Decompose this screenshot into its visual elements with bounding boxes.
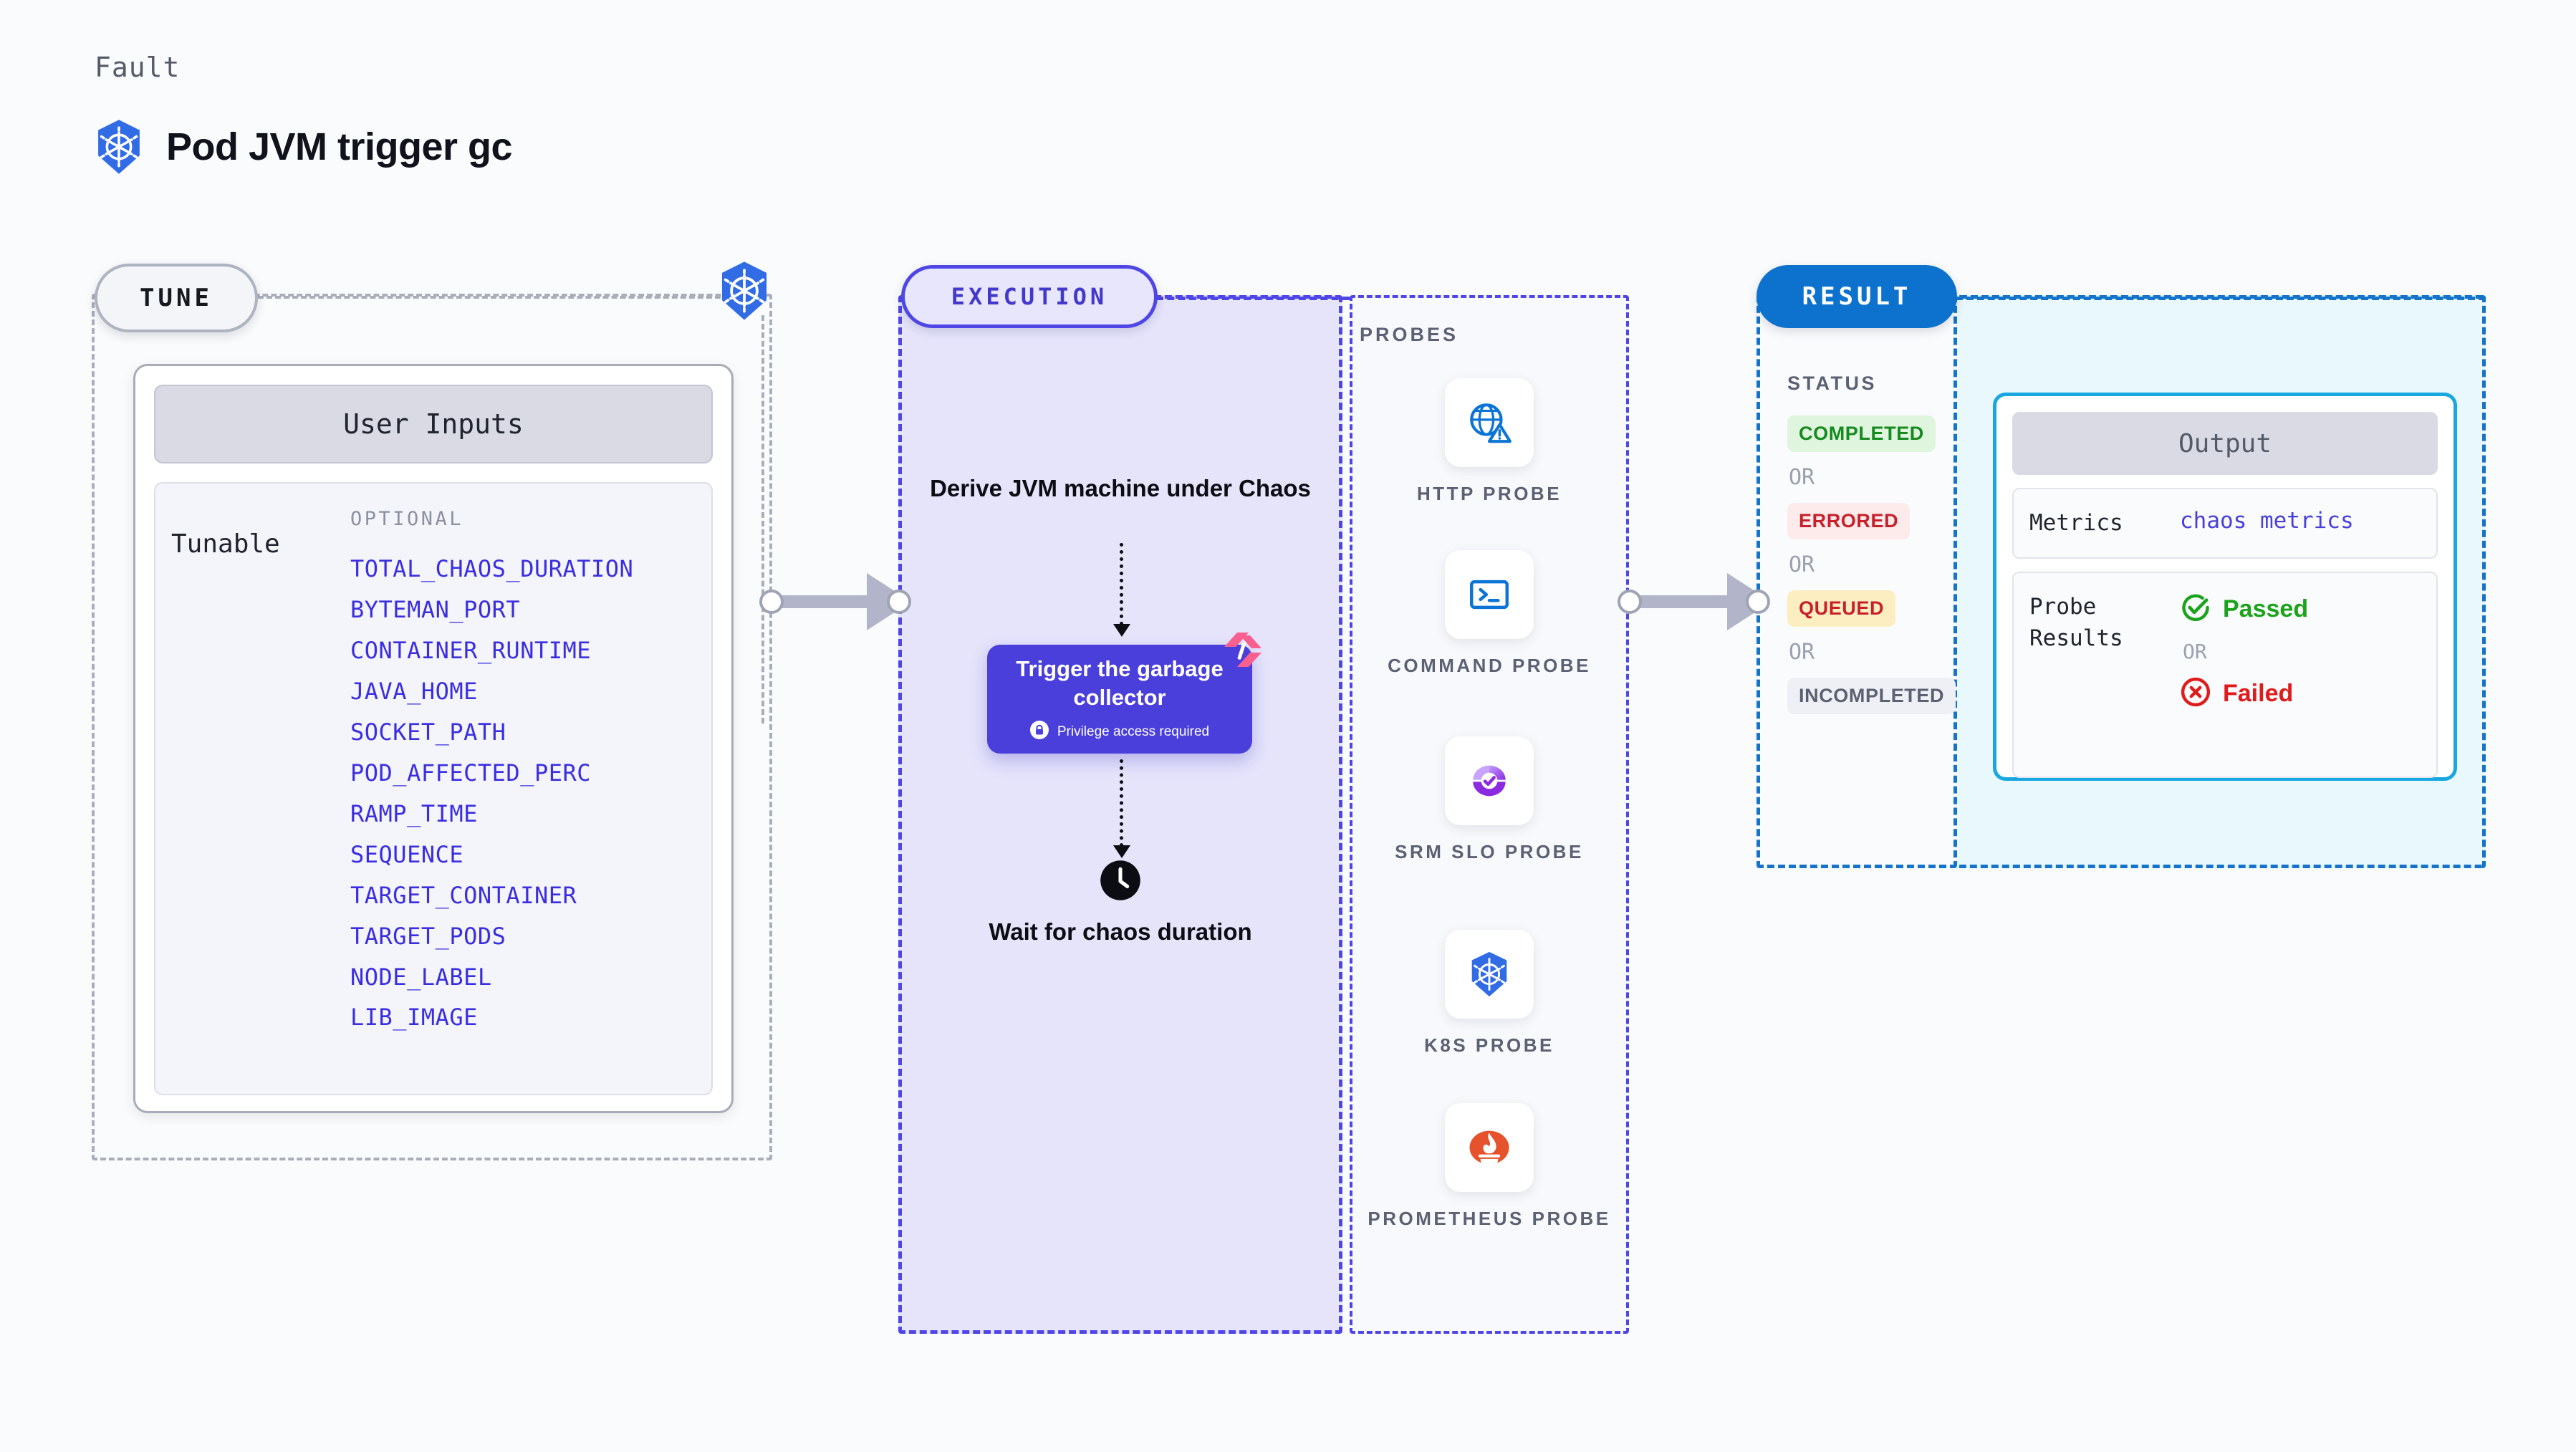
step-derive-label: Derive JVM machine under Chaos — [930, 475, 1311, 501]
tunable-label: Tunable — [171, 529, 280, 559]
tunable-item[interactable]: NODE_LABEL — [350, 963, 492, 991]
step-wait-label: Wait for chaos duration — [989, 918, 1252, 945]
flow-arrow-gc-to-wait — [1113, 759, 1130, 858]
terminal-icon — [1445, 550, 1534, 639]
tunable-item[interactable]: JAVA_HOME — [350, 677, 478, 705]
tunable-section: Tunable OPTIONAL TOTAL_CHAOS_DURATION BY… — [154, 482, 713, 1095]
tunable-item[interactable]: TARGET_CONTAINER — [350, 881, 577, 909]
tunable-list: OPTIONAL TOTAL_CHAOS_DURATION BYTEMAN_PO… — [350, 508, 704, 1087]
privilege-badge-text: Privilege access required — [1057, 723, 1210, 739]
action-card-trigger-gc[interactable]: Trigger the garbage collector Privilege … — [987, 633, 1261, 754]
status-or-label: OR — [1789, 552, 1815, 577]
lock-icon — [1029, 720, 1049, 744]
probe-item-srm-slo[interactable]: SRM SLO PROBE — [1350, 736, 1629, 865]
connector-shaft — [779, 595, 875, 608]
kubernetes-icon — [1445, 930, 1534, 1019]
tune-dashed-connector — [258, 296, 738, 299]
execution-pill-label: EXECUTION — [901, 265, 1158, 328]
output-card: Output Metrics chaos metrics Probe Resul… — [1993, 393, 2457, 781]
optional-label: OPTIONAL — [350, 508, 464, 530]
step-wait-node: Wait for chaos duration — [898, 860, 1342, 948]
probe-label: PROMETHEUS PROBE — [1368, 1208, 1611, 1229]
clock-icon — [1100, 860, 1141, 901]
probe-result-failed: Failed — [2180, 676, 2308, 711]
tunable-item[interactable]: RAMP_TIME — [350, 799, 478, 827]
action-card-title: Trigger the garbage collector — [1016, 656, 1224, 710]
tunable-item[interactable]: POD_AFFECTED_PERC — [350, 759, 592, 787]
kubernetes-icon — [716, 260, 772, 322]
metrics-key-label: Metrics — [2029, 510, 2123, 536]
check-circle-icon — [2180, 592, 2211, 627]
srm-slo-icon — [1445, 736, 1534, 825]
tunable-item[interactable]: LIB_IMAGE — [350, 1004, 478, 1032]
kubernetes-icon — [93, 118, 145, 176]
connector-start-node — [759, 590, 784, 614]
status-or-label: OR — [1789, 640, 1815, 665]
tune-vertical-dashed-line — [761, 315, 764, 723]
status-list: COMPLETED OR ERRORED OR QUEUED OR INCOMP… — [1787, 415, 1959, 714]
page-title: Pod JVM trigger gc — [166, 125, 513, 168]
tunable-item[interactable]: BYTEMAN_PORT — [350, 595, 521, 623]
probe-label: COMMAND PROBE — [1388, 655, 1591, 676]
probe-results-key-label: Probe Results — [2029, 594, 2123, 651]
probe-label: K8S PROBE — [1424, 1034, 1554, 1056]
tunable-item[interactable]: CONTAINER_RUNTIME — [350, 636, 592, 664]
probe-label: SRM SLO PROBE — [1395, 841, 1584, 862]
output-row-probe-results: Probe Results Passed OR — [2012, 572, 2438, 779]
status-badge: INCOMPLETED — [1787, 678, 1956, 714]
user-inputs-title: User Inputs — [154, 385, 713, 463]
tune-pill-label: TUNE — [95, 264, 258, 332]
tune-zone — [92, 294, 772, 1160]
tunable-item[interactable]: SEQUENCE — [350, 840, 464, 868]
probe-results-values: Passed OR Failed — [2180, 592, 2308, 711]
probe-item-prometheus[interactable]: PROMETHEUS PROBE — [1350, 1103, 1629, 1232]
passed-label: Passed — [2223, 595, 2309, 623]
status-label: STATUS — [1787, 372, 1877, 394]
probes-section-label: PROBES — [1360, 324, 1459, 345]
failed-label: Failed — [2223, 680, 2294, 708]
flow-arrow-derive-to-gc — [1113, 543, 1130, 637]
status-badge: ERRORED — [1787, 503, 1911, 539]
connector-start-node — [1618, 590, 1642, 614]
fault-eyebrow-label: Fault — [95, 52, 181, 83]
tunable-item[interactable]: TOTAL_CHAOS_DURATION — [350, 555, 634, 582]
status-badge: COMPLETED — [1787, 415, 1936, 452]
execution-dashed-connector — [1156, 297, 1350, 300]
tunable-item[interactable]: SOCKET_PATH — [350, 718, 506, 746]
probe-result-or-label: OR — [2183, 640, 2207, 664]
probe-item-http[interactable]: HTTP PROBE — [1350, 378, 1629, 507]
fault-title-row: Pod JVM trigger gc — [93, 118, 513, 176]
tunable-item[interactable]: TARGET_PODS — [350, 922, 506, 950]
connector-end-node — [887, 590, 911, 614]
status-or-label: OR — [1789, 465, 1815, 490]
user-inputs-card: User Inputs Tunable OPTIONAL TOTAL_CHAOS… — [133, 364, 734, 1113]
prometheus-icon — [1445, 1103, 1534, 1192]
probe-label: HTTP PROBE — [1416, 483, 1562, 504]
result-pill-label: RESULT — [1756, 265, 1957, 328]
probe-item-command[interactable]: COMMAND PROBE — [1350, 550, 1629, 679]
x-circle-icon — [2180, 676, 2211, 711]
connector-shaft — [1638, 595, 1736, 608]
output-card-title: Output — [2012, 412, 2438, 475]
result-dashed-connector — [1956, 297, 2486, 300]
harness-ribbon-icon — [1221, 631, 1264, 670]
connector-end-node — [1746, 590, 1770, 614]
privilege-badge: Privilege access required — [1029, 720, 1210, 744]
output-row-metrics: Metrics chaos metrics — [2012, 488, 2438, 559]
metrics-value[interactable]: chaos metrics — [2180, 508, 2354, 534]
probe-result-passed: Passed — [2180, 592, 2308, 627]
probe-item-k8s[interactable]: K8S PROBE — [1350, 930, 1629, 1059]
result-zone — [1756, 295, 1957, 868]
globe-warning-icon — [1445, 378, 1534, 467]
status-badge: QUEUED — [1787, 590, 1896, 627]
